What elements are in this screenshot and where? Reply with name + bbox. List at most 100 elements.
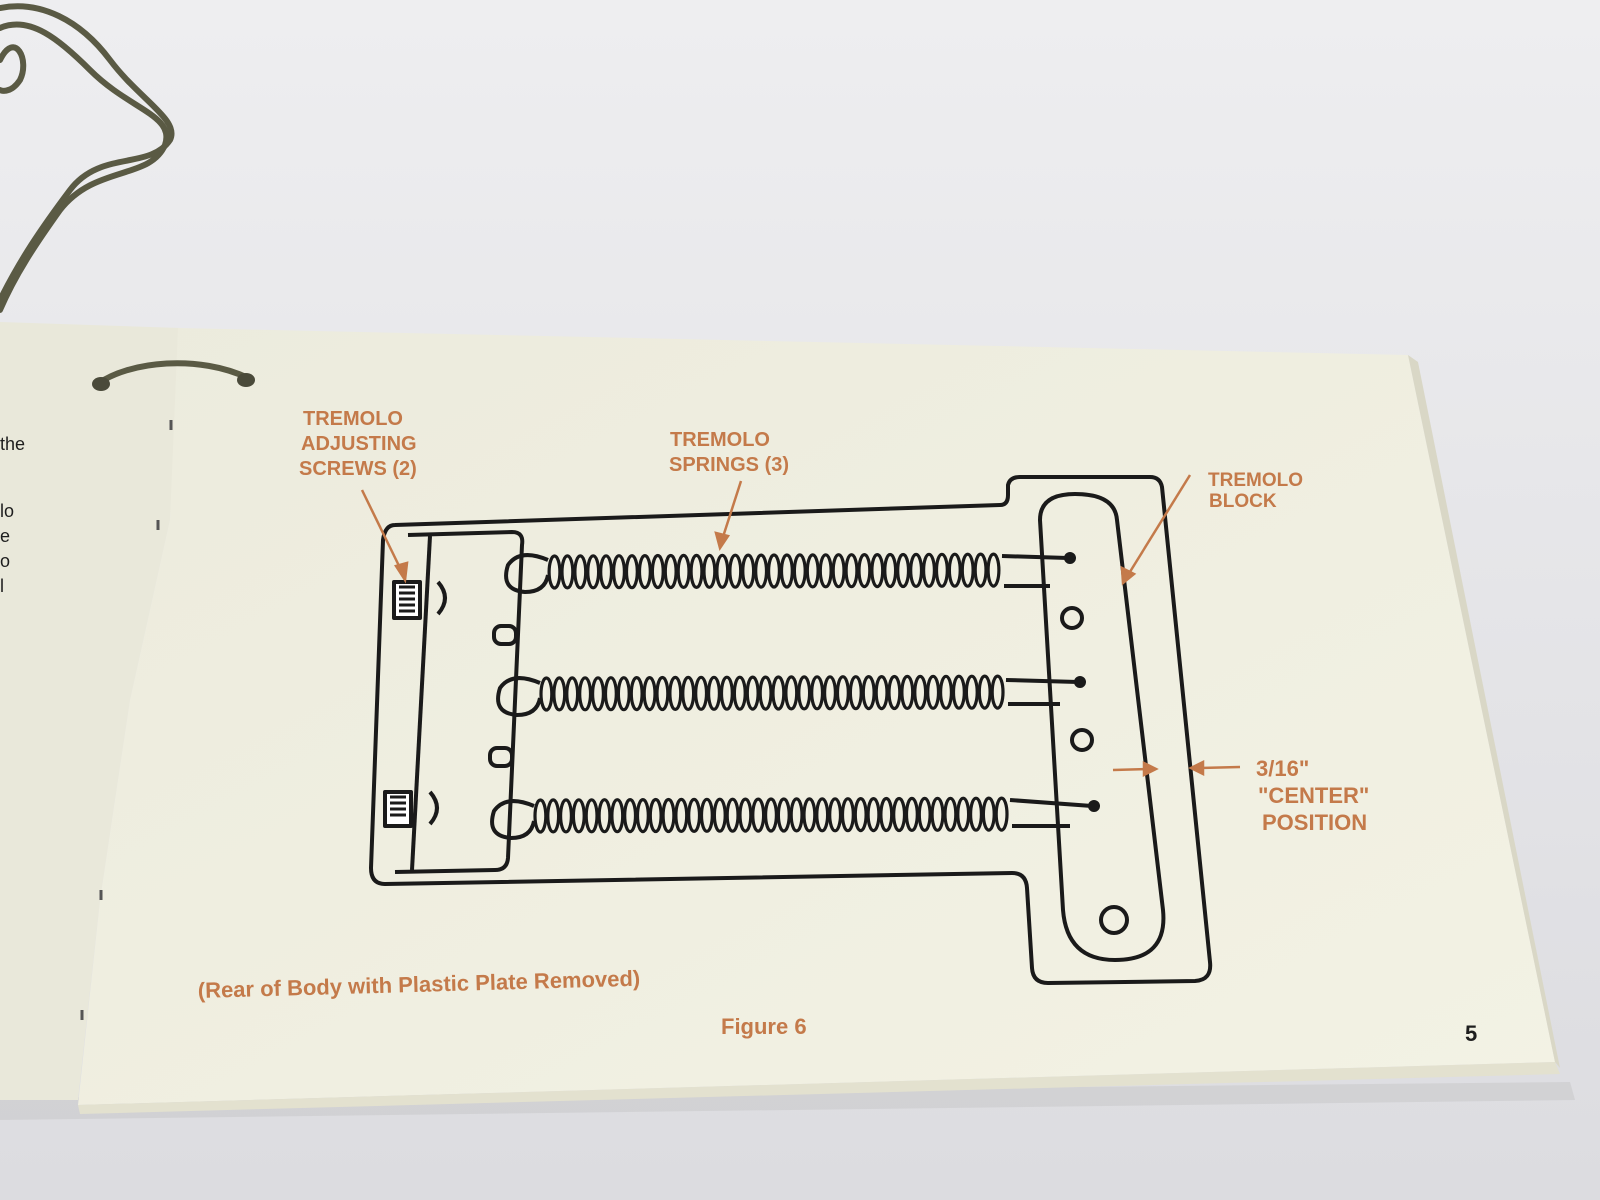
binding-hole-left: [92, 377, 110, 391]
block-hole: [1099, 905, 1129, 935]
figure-label: Figure 6: [721, 1014, 807, 1039]
spring-hook: [490, 799, 536, 840]
spring-coil: [964, 674, 979, 710]
spring-hook: [496, 676, 542, 717]
spring-coil: [586, 554, 601, 590]
spring-coil: [745, 675, 760, 711]
spring-coil: [917, 796, 932, 833]
spring-coil: [887, 674, 902, 711]
block-label: TREMOLO: [1208, 470, 1303, 491]
left-page-fragment: l: [0, 576, 4, 596]
block-label: BLOCK: [1209, 491, 1277, 512]
spring-coil: [870, 552, 885, 589]
spring-coil: [648, 797, 663, 834]
spring-coil: [663, 553, 678, 590]
spring-coil: [779, 553, 794, 589]
screws-label: SCREWS (2): [299, 458, 417, 480]
spring-coil: [981, 796, 996, 832]
spring-coil: [857, 552, 872, 589]
spring-coil: [831, 553, 846, 589]
spring-coil: [674, 797, 689, 834]
tremolo-diagram: [369, 475, 1213, 985]
spring-coil: [565, 676, 580, 712]
booklet-shadow: [0, 1082, 1575, 1120]
spring-coil: [977, 674, 992, 710]
spring-coil: [560, 554, 575, 590]
spring-coil: [802, 797, 817, 833]
spring-coil: [973, 552, 988, 588]
spring-coil: [732, 675, 747, 711]
spring-coil: [758, 675, 773, 711]
spring-coil: [694, 675, 709, 711]
spring-coil: [815, 797, 830, 833]
spring-end-hook: [1009, 798, 1093, 808]
spring-coil: [712, 797, 727, 833]
spring-coil: [546, 798, 561, 834]
gap-label: "CENTER": [1258, 783, 1369, 808]
page-edge: [1408, 355, 1560, 1068]
spring-coil: [668, 675, 683, 712]
spring-coil: [909, 552, 924, 589]
spring-coil: [706, 675, 721, 711]
spring-coil: [938, 674, 953, 710]
gap-arrow-left-line: [1112, 767, 1149, 772]
spring-coil: [754, 553, 769, 589]
spring-coil: [879, 796, 894, 833]
spring-coil: [930, 796, 945, 832]
spring-coil: [687, 797, 702, 834]
spring-coil: [926, 674, 941, 710]
spring-coil: [539, 676, 554, 712]
claw-tab: [492, 624, 518, 646]
tremolo-block: [1038, 492, 1166, 962]
springs-arrow-line: [720, 480, 743, 541]
block-hole: [1060, 606, 1084, 630]
spring-coil: [533, 798, 548, 834]
spring-coil: [994, 796, 1009, 832]
springs-label: SPRINGS (3): [669, 454, 789, 476]
spring-coil: [818, 553, 833, 589]
springs-arrow-head: [714, 531, 731, 551]
spring-coil: [934, 552, 949, 588]
left-page: [0, 322, 180, 1100]
spring-coil: [547, 554, 562, 590]
spring-coil: [578, 676, 593, 712]
spring-coil: [771, 675, 786, 711]
spring-coil: [805, 553, 820, 589]
claw-tab: [488, 746, 514, 768]
spring-coil: [810, 675, 825, 711]
spring-coil: [792, 553, 807, 589]
spring-coil: [741, 553, 756, 589]
spring-coil: [635, 797, 650, 834]
tremolo-spring: [539, 674, 1005, 712]
spring-coil: [603, 676, 618, 712]
spring-coil: [616, 676, 631, 712]
gap-label: POSITION: [1262, 810, 1367, 835]
spring-coil: [844, 553, 859, 589]
page-number: 5: [1465, 1021, 1477, 1046]
spring-coil: [892, 796, 907, 833]
spring-coil: [874, 674, 889, 711]
spring-coil: [611, 554, 626, 590]
spring-coil: [637, 553, 652, 590]
screws-arrow-head: [394, 561, 409, 584]
spring-coil: [763, 797, 778, 833]
callout-arrows: [360, 474, 1241, 778]
spring-coil: [951, 674, 966, 710]
spring-coil: [883, 552, 898, 589]
stitch-marks: [80, 420, 173, 1020]
spring-coil: [990, 674, 1005, 710]
spring-coil: [558, 798, 573, 834]
adjusting-screw: [392, 580, 447, 620]
spring-coil: [629, 675, 644, 712]
spring-coil: [956, 796, 971, 832]
spring-coil: [822, 675, 837, 711]
spring-coil: [584, 798, 599, 834]
spring-coil: [719, 675, 734, 711]
binding-hole-right: [237, 373, 255, 387]
spring-coil: [853, 796, 868, 833]
left-page-fragment: e: [0, 526, 10, 546]
spring-coil: [797, 675, 812, 711]
spring-coil: [960, 552, 975, 588]
spring-coil: [751, 797, 766, 833]
gap-label: 3/16": [1256, 756, 1309, 781]
